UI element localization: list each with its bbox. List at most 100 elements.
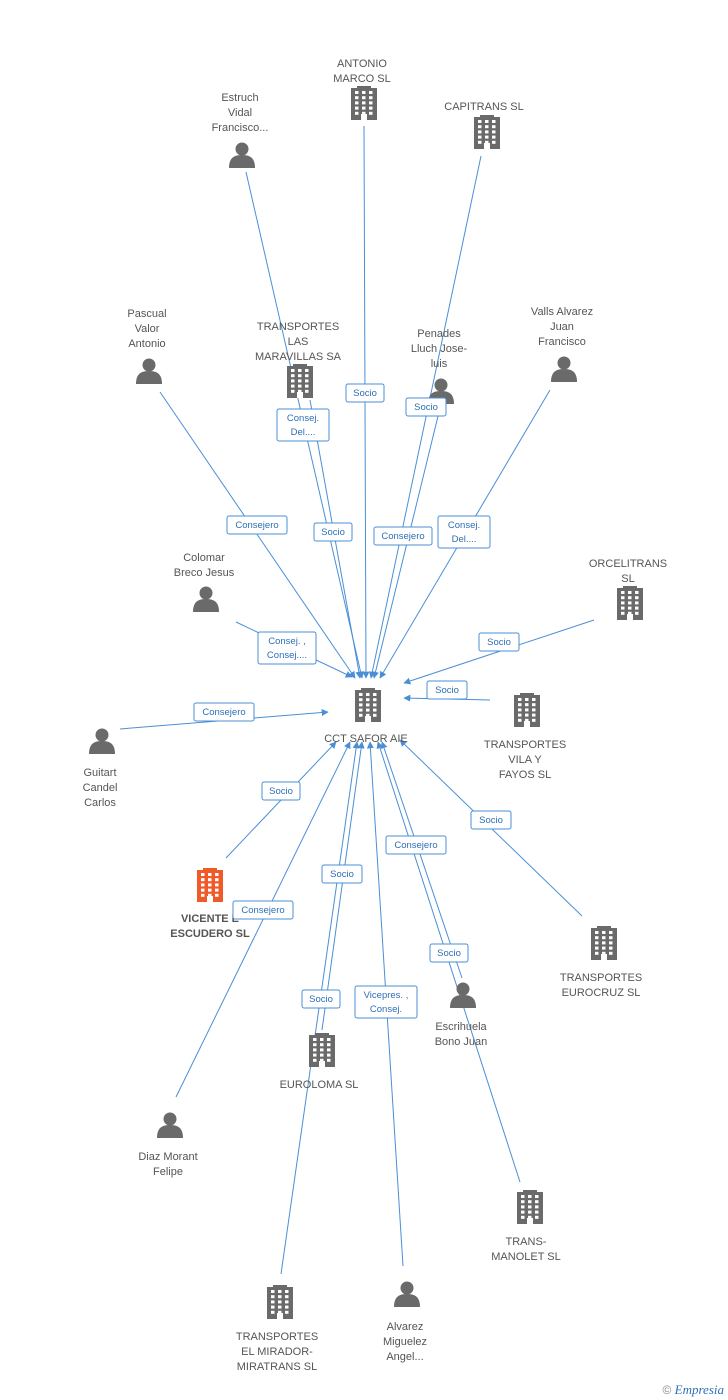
edge-label-text: Socio [309,994,333,1005]
node-label: Bono Juan [435,1036,488,1048]
edge-label-estruch[interactable]: Consej. Del.... [276,408,330,442]
node-label: luis [431,358,448,370]
node-label: Francisco [538,336,586,348]
node-label: TRANSPORTES [560,972,642,984]
brand-logo[interactable]: Empresia [674,1382,724,1397]
node-label: Breco Jesus [174,567,235,579]
edge-label-valls[interactable]: Consej.Del.... [437,515,491,549]
edge-label-text: Socio [487,637,511,648]
person-icon [193,586,219,612]
edge-label-diaz[interactable]: Consejero [232,900,294,920]
edge-pascual [159,391,356,679]
edge-label-trans-manolet[interactable]: Socio [429,943,469,963]
edge-label-guitart[interactable]: Consejero [193,702,255,722]
edge-label-capitrans[interactable]: Socio [405,397,447,417]
node-label: TRANSPORTES [484,739,566,751]
node-label: VICENTE E [181,913,239,925]
building-icon [474,115,500,149]
person-icon [229,142,255,168]
footer-branding: © Empresia [662,1382,724,1398]
node-label: EL MIRADOR- [241,1346,313,1358]
node-estruch[interactable]: EstruchVidalFrancisco... [212,92,269,168]
edge-label-text: Consejero [241,905,284,916]
edge-euroloma [321,741,365,1031]
building-icon [287,364,313,398]
node-label: Diaz Morant [138,1151,197,1163]
edge-label-vila-fayos[interactable]: Socio [426,680,468,700]
person-icon [551,356,577,382]
edge-label-escrihuela[interactable]: Consejero [385,835,447,855]
person-icon [394,1281,420,1307]
node-label: LAS [288,336,309,348]
node-capitrans[interactable]: CAPITRANS SL [444,101,524,149]
node-label: MARAVILLAS SA [255,351,342,363]
edge-label-text: Socio [437,948,461,959]
node-label: ORCELITRANS [589,558,667,570]
edge-label-text: Consej. [287,413,319,424]
edge-label-transportes-maravillas[interactable]: Socio [313,522,353,542]
node-label: TRANSPORTES [257,321,339,333]
node-label: MANOLET SL [491,1251,561,1263]
node-label: ANTONIO [337,58,387,70]
node-label: Francisco... [212,122,269,134]
edge-label-eurocruz[interactable]: Socio [470,810,512,830]
person-icon [89,728,115,754]
edge-label-pascual[interactable]: Consejero [226,515,288,535]
center-label: CCT SAFOR AIE [324,733,408,745]
node-label: VILA Y [508,754,542,766]
node-label: Felipe [153,1166,183,1178]
node-label: Penades [417,328,461,340]
edge-label-euroloma[interactable]: Socio [321,864,363,884]
node-trans-manolet[interactable]: TRANS- MANOLET SL [491,1190,561,1263]
edge-label-antonio-marco[interactable]: Socio [345,383,385,403]
node-alvarez[interactable]: AlvarezMiguelezAngel... [383,1281,427,1364]
building-icon [351,86,377,120]
edge-label-text: Socio [353,388,377,399]
node-euroloma[interactable]: EUROLOMA SL [280,1033,359,1091]
node-label: CAPITRANS SL [444,101,523,113]
node-transportes-maravillas[interactable]: TRANSPORTES LAS MARAVILLAS SA [255,321,342,398]
node-label: Escrihuela [435,1021,487,1033]
node-label: Valor [135,323,160,335]
node-center[interactable]: CCT SAFOR AIE [324,688,408,745]
edge-label-vicente-escudero[interactable]: Socio [261,781,301,801]
edge-label-alvarez[interactable]: Vicepres. ,Consej. [354,985,418,1019]
edge-label-text: Consej. [370,1004,402,1015]
edge-capitrans [368,155,482,679]
copyright-icon: © [662,1383,672,1397]
node-vicente-escudero[interactable]: VICENTE E ESCUDERO SL [170,868,250,940]
node-label: Vidal [228,107,252,119]
building-icon [355,688,381,722]
edge-label-text: Consejero [202,707,245,718]
node-label: EUROLOMA SL [280,1079,359,1091]
node-label: Candel [83,782,118,794]
person-icon [157,1112,183,1138]
node-label: ESCUDERO SL [170,928,250,940]
building-icon [197,868,223,902]
node-label: Pascual [127,308,166,320]
edge-label-orcelitrans[interactable]: Socio [478,632,520,652]
edge-label-penades[interactable]: Consejero [373,526,433,546]
node-label: TRANS- [506,1236,547,1248]
building-icon [591,926,617,960]
edge-label-colomar[interactable]: Consej. ,Consej.... [257,631,317,665]
edge-label-text: Consej. [448,520,480,531]
edge-label-text: Del.... [291,427,316,438]
node-label: Guitart [83,767,116,779]
edge-label-text: Socio [479,815,503,826]
node-label: Valls Alvarez [531,306,593,318]
edge-label-mirador[interactable]: Socio [301,989,341,1009]
